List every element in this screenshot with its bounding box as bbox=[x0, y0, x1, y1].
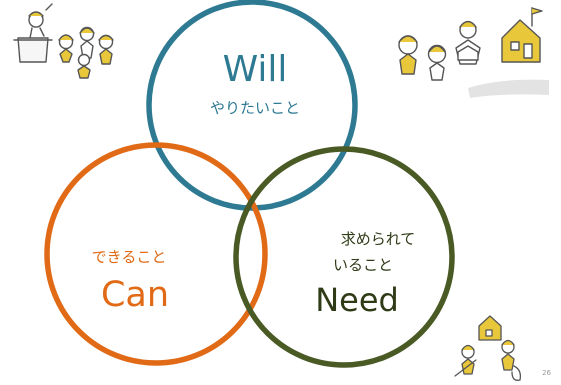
will-title: Will bbox=[222, 49, 288, 90]
need-title: Need bbox=[315, 281, 399, 319]
can-subtitle: できること bbox=[91, 248, 167, 266]
will-subtitle: やりたいこと bbox=[209, 99, 300, 117]
can-circle bbox=[44, 142, 268, 366]
page-number: 26 bbox=[542, 369, 551, 377]
need-subtitle-line1: 求められて bbox=[340, 230, 416, 248]
can-title: Can bbox=[100, 275, 170, 315]
need-circle bbox=[233, 146, 455, 368]
need-subtitle-line2: いること bbox=[332, 256, 393, 274]
